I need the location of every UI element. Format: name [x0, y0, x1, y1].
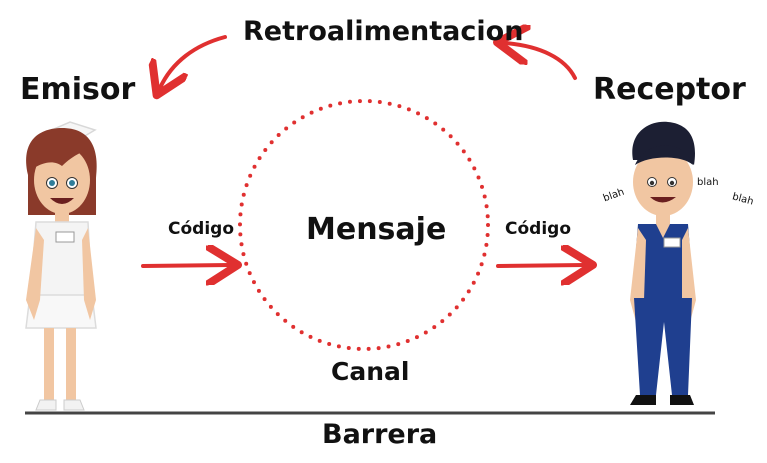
blah-text-2: blah [697, 177, 719, 188]
code-arrow-right [496, 265, 585, 266]
emisor-figure [25, 121, 97, 411]
feedback-label: Retroalimentacion [243, 16, 524, 47]
message-label: Mensaje [306, 212, 447, 247]
code-label-right: Código [505, 219, 571, 239]
emisor-label: Emisor [20, 72, 136, 107]
code-label-left: Código [168, 219, 234, 239]
feedback-arrow-right [505, 43, 577, 80]
receptor-label: Receptor [593, 72, 746, 107]
feedback-arrow-left [160, 35, 227, 88]
barrier-label: Barrera [322, 419, 438, 450]
channel-circle [238, 99, 490, 351]
code-arrow-left [141, 265, 230, 266]
receptor-figure [630, 121, 696, 405]
channel-label: Canal [331, 357, 410, 386]
